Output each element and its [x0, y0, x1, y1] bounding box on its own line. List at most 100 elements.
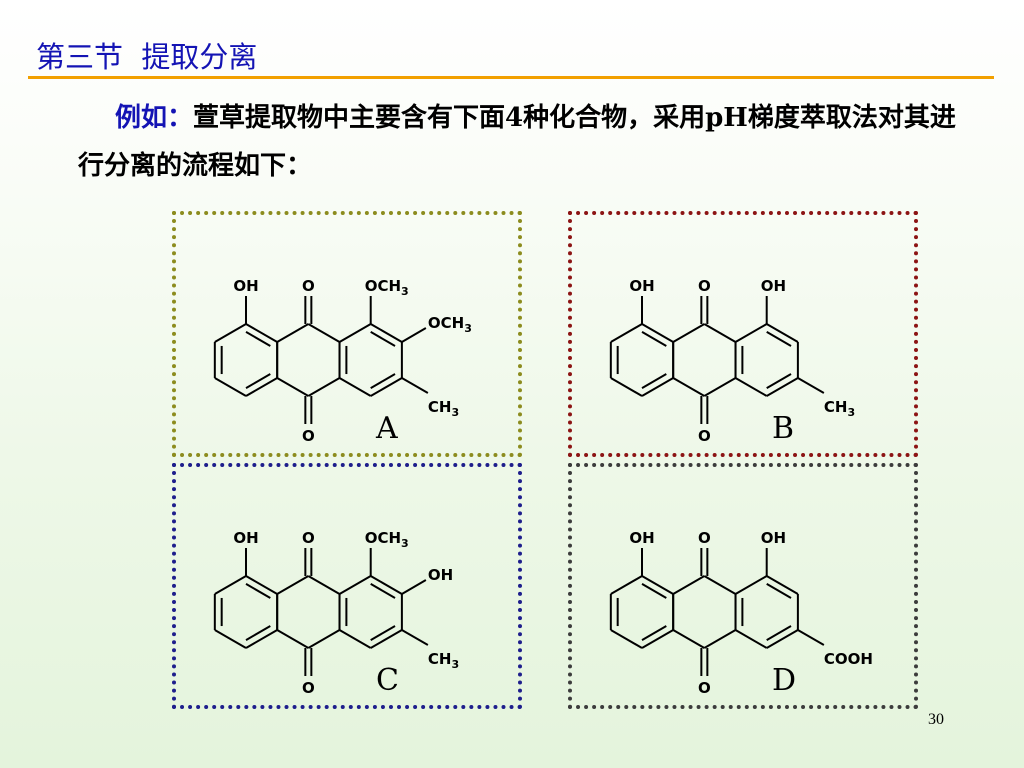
ring-bond: [245, 629, 278, 649]
ring-bond: [370, 377, 403, 397]
ring-bond: [276, 377, 309, 397]
substituent-1-label: OH: [761, 529, 786, 547]
ring-bond: [766, 629, 799, 649]
compound-box-d: O O OH OH COOH D: [568, 463, 918, 709]
carbonyl-top-label: O: [302, 529, 315, 547]
carbonyl-bottom-label: O: [302, 427, 315, 445]
carbonyl-bottom-label: O: [698, 427, 711, 445]
ring-bond: [214, 575, 247, 595]
substituent-bond: [797, 377, 825, 394]
ring-bond: [610, 323, 643, 343]
ring-bond: [307, 629, 341, 649]
aromatic-double-bond: [245, 373, 271, 389]
ring-bond: [735, 629, 768, 649]
compound-label: D: [772, 663, 797, 698]
ring-bond: [245, 575, 278, 595]
substituent-3-label: CH3: [428, 398, 459, 419]
ring-bond: [735, 377, 768, 397]
substituent-1-label: OH: [761, 277, 786, 295]
ring-bond: [307, 575, 341, 595]
ring-bond: [245, 377, 278, 397]
ring-bond: [307, 323, 341, 343]
slide-title: 第三节 提取分离: [36, 40, 258, 74]
aromatic-double-bond: [370, 583, 396, 599]
substituent-bond: [797, 629, 825, 646]
substituent-3-label: CH3: [428, 650, 459, 671]
ring-bond: [214, 629, 247, 649]
ring-bond: [339, 629, 372, 649]
aromatic-double-bond: [370, 373, 396, 389]
ring-bond: [735, 575, 768, 595]
ring-bond: [766, 323, 799, 343]
page-number: 30: [928, 711, 944, 728]
ring-bond: [339, 377, 372, 397]
ring-bond: [339, 323, 372, 343]
substituent-bond: [401, 377, 429, 394]
ring-bond: [214, 377, 247, 397]
substituent-3-label: COOH: [824, 650, 873, 668]
carbonyl-bottom-label: O: [302, 679, 315, 697]
ring-bond: [245, 323, 278, 343]
substituent-8-label: OH: [233, 529, 258, 547]
ring-bond: [370, 629, 403, 649]
ring-bond: [672, 377, 705, 397]
substituent-bond: [401, 579, 427, 595]
ring-bond: [703, 377, 737, 397]
ring-bond: [610, 377, 643, 397]
ring-bond: [641, 377, 674, 397]
ring-bond: [370, 323, 403, 343]
ring-bond: [766, 377, 799, 397]
title-underline: [28, 76, 994, 79]
ring-bond: [641, 323, 674, 343]
aromatic-double-bond: [245, 583, 271, 599]
ring-bond: [735, 323, 768, 343]
ring-bond: [703, 575, 737, 595]
ring-bond: [672, 629, 705, 649]
ring-bond: [370, 575, 403, 595]
ring-bond: [276, 629, 309, 649]
compound-label: C: [376, 663, 399, 698]
ring-bond: [703, 629, 737, 649]
aromatic-double-bond: [766, 583, 792, 599]
carbonyl-top-label: O: [698, 277, 711, 295]
ring-bond: [672, 323, 705, 343]
substituent-1-label: OCH3: [365, 277, 409, 298]
substituent-8-label: OH: [629, 529, 654, 547]
structure-d: O O OH OH COOH: [609, 529, 873, 697]
ring-bond: [641, 629, 674, 649]
aromatic-double-bond: [641, 583, 667, 599]
aromatic-double-bond: [766, 331, 792, 347]
substituent-8-label: OH: [233, 277, 258, 295]
ring-bond: [339, 575, 372, 595]
compound-label: B: [772, 411, 795, 446]
ring-bond: [766, 575, 799, 595]
substituent-bond: [401, 629, 429, 646]
compound-label: A: [376, 411, 398, 446]
carbonyl-top-label: O: [302, 277, 315, 295]
carbonyl-bottom-label: O: [698, 679, 711, 697]
ring-bond: [307, 377, 341, 397]
ring-bond: [610, 629, 643, 649]
aromatic-double-bond: [766, 625, 792, 641]
carbonyl-top-label: O: [698, 529, 711, 547]
aromatic-double-bond: [370, 625, 396, 641]
substituent-8-label: OH: [629, 277, 654, 295]
intro-paragraph: 例如：萱草提取物中主要含有下面4种化合物，采用pH梯度萃取法对其进行分离的流程如…: [78, 94, 958, 190]
ring-bond: [703, 323, 737, 343]
intro-text: 萱草提取物中主要含有下面4种化合物，采用pH梯度萃取法对其进行分离的流程如下：: [78, 103, 956, 181]
substituent-2-label: OCH3: [428, 314, 472, 335]
ring-bond: [672, 575, 705, 595]
substituent-1-label: OCH3: [365, 529, 409, 550]
substituent-2-label: OH: [428, 566, 453, 584]
ring-bond: [641, 575, 674, 595]
intro-lead: 例如：: [115, 103, 194, 133]
aromatic-double-bond: [641, 625, 667, 641]
ring-bond: [276, 575, 309, 595]
aromatic-double-bond: [641, 373, 667, 389]
aromatic-double-bond: [370, 331, 396, 347]
